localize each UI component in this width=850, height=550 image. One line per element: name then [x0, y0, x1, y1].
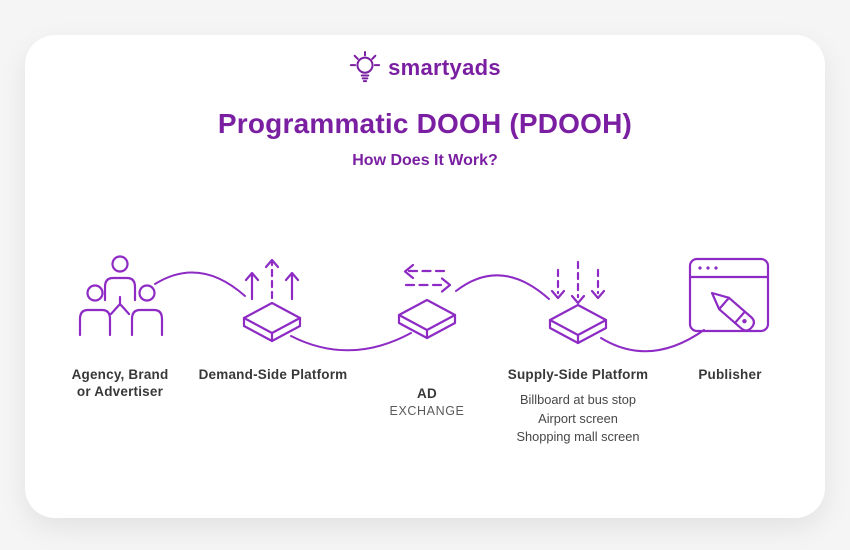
brand-logo: smartyads: [0, 50, 850, 86]
brand-name: smartyads: [388, 55, 501, 80]
ad-exchange-label-bold: AD: [417, 386, 437, 401]
page-subtitle: How Does It Work?: [352, 152, 498, 169]
ssp-example-item: Shopping mall screen: [516, 429, 640, 444]
ssp-example-item: Airport screen: [538, 410, 618, 426]
node-label-dsp: Demand-Side Platform: [198, 367, 348, 382]
node-label-advertiser: Agency, Brand or Advertiser: [71, 367, 169, 399]
page-title: Programmatic DOOH (PDOOH): [217, 108, 633, 139]
ssp-example-list: Billboard at bus stop Airport screen Sho…: [493, 391, 663, 447]
ad-exchange-label-light: EXCHANGE: [389, 404, 465, 418]
node-label-publisher: Publisher: [698, 367, 762, 382]
lightbulb-icon: [349, 50, 381, 86]
node-label-ad-exchange: AD EXCHANGE: [342, 368, 512, 420]
node-label-ssp: Supply-Side Platform: [507, 367, 649, 382]
ssp-example-item: Billboard at bus stop: [520, 392, 636, 407]
